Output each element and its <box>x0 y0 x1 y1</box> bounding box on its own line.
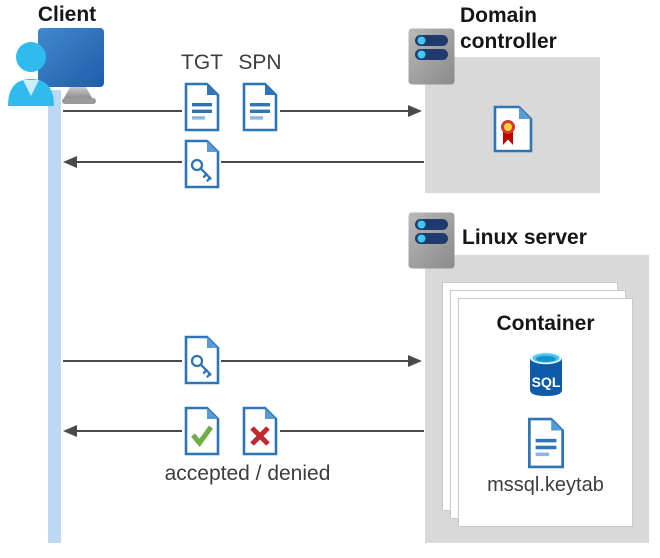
arrow-line <box>280 110 408 112</box>
certificate-document-icon <box>493 105 533 153</box>
monitor-base <box>62 98 96 104</box>
sql-database-icon: SQL <box>530 351 562 396</box>
keytab-label: mssql.keytab <box>487 474 604 496</box>
arrowhead-right-icon <box>408 355 422 367</box>
key-glyph <box>190 354 212 378</box>
arrow-line <box>280 430 424 432</box>
arrow-line <box>221 161 424 163</box>
client-lifeline <box>48 90 61 543</box>
key-document-icon <box>184 139 220 189</box>
key-glyph <box>190 158 212 182</box>
container-card: Container SQL mssql.keytab <box>458 298 633 527</box>
dc-server-icon <box>408 28 455 85</box>
arrowhead-right-icon <box>408 105 422 117</box>
sql-label: SQL <box>532 374 561 390</box>
keytab-document-icon <box>528 417 564 469</box>
accepted-denied-label: accepted / denied <box>164 462 331 485</box>
cross-document-icon <box>242 406 278 456</box>
arrow-line <box>77 161 182 163</box>
tgt-label: TGT <box>181 51 223 74</box>
linux-server-label: Linux server <box>462 226 587 249</box>
user-icon <box>8 42 54 106</box>
monitor-stand <box>64 87 92 98</box>
arrow-line <box>63 360 182 362</box>
arrowhead-left-icon <box>63 425 77 437</box>
cross-glyph <box>250 426 270 446</box>
arrow-line <box>63 110 182 112</box>
domain-controller-label: Domain controller <box>460 4 557 53</box>
arrow-line <box>77 430 182 432</box>
monitor-icon <box>38 28 104 87</box>
tgt-document-icon <box>184 82 220 132</box>
check-glyph <box>191 425 214 448</box>
check-document-icon <box>184 406 220 456</box>
key-document-icon <box>184 335 220 385</box>
arrowhead-left-icon <box>63 156 77 168</box>
user-with-monitor-icon <box>8 28 104 106</box>
ribbon-seal-glyph <box>501 120 515 145</box>
client-label: Client <box>37 3 97 26</box>
spn-document-icon <box>242 82 278 132</box>
arrow-line <box>221 360 408 362</box>
linux-server-icon <box>408 212 455 269</box>
spn-label: SPN <box>238 51 282 74</box>
container-label: Container <box>496 312 595 335</box>
